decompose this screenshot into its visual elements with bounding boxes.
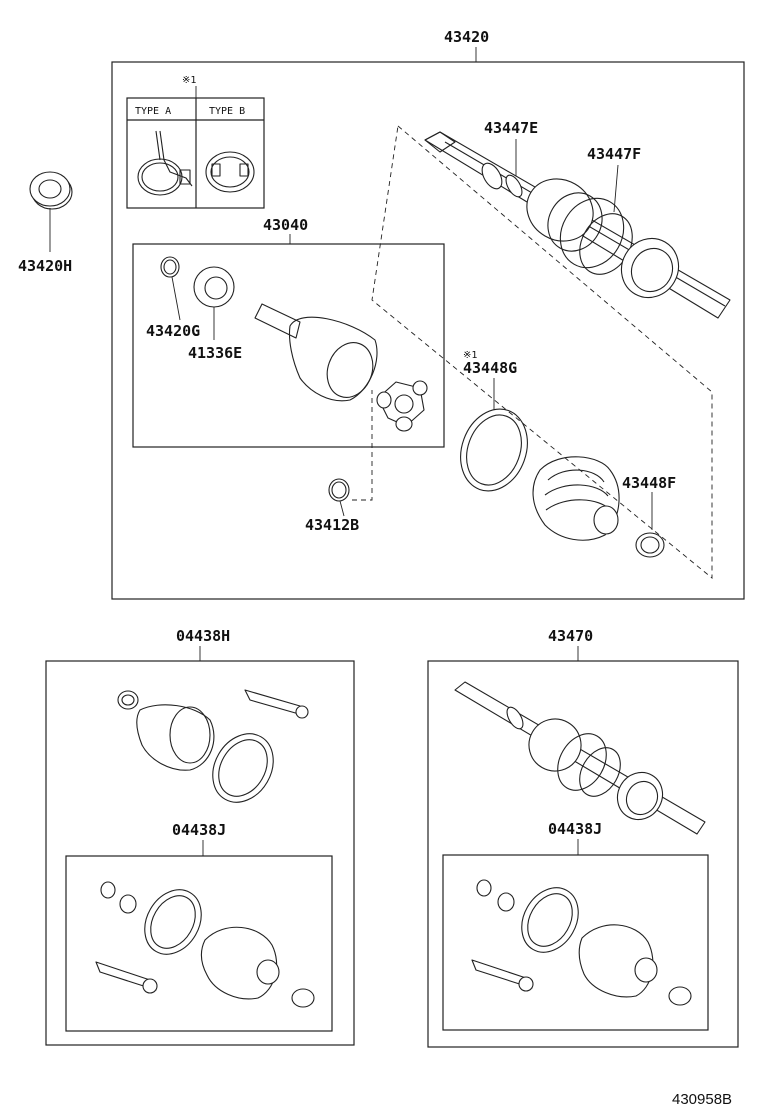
label-04438H: 04438H xyxy=(176,627,230,645)
diagram-reference-code: 430958B xyxy=(672,1091,732,1108)
boot-kit-04438J-left-drawing xyxy=(95,881,315,1008)
kit-04438J-left-frame xyxy=(65,855,333,1032)
boot-drawing xyxy=(532,456,620,541)
inner-joint-43040-drawing xyxy=(160,256,428,432)
shaft-43470-drawing xyxy=(454,681,706,835)
label-43412B: 43412B xyxy=(305,516,359,534)
label-type-a: TYPE A xyxy=(135,106,171,117)
assembly-43470-frame xyxy=(427,660,739,1048)
label-04438J-left: 04438J xyxy=(172,821,226,839)
label-43470: 43470 xyxy=(548,627,593,645)
clamp-type-a-drawing xyxy=(137,130,193,196)
label-04438J-right: 04438J xyxy=(548,820,602,838)
label-43040: 43040 xyxy=(263,216,308,234)
label-43420: 43420 xyxy=(444,28,489,46)
boot-clamp-43448G-drawing xyxy=(460,378,528,492)
outboard-shaft-drawing xyxy=(371,125,731,579)
label-43448F: 43448F xyxy=(622,474,676,492)
label-43447E: 43447E xyxy=(484,119,538,137)
snap-ring-43412B-drawing xyxy=(328,390,373,517)
note-1-top: ※1 xyxy=(182,75,196,86)
clamp-type-b-drawing xyxy=(205,151,255,193)
note-1-mid: ※1 xyxy=(463,350,477,361)
label-type-b: TYPE B xyxy=(209,106,245,117)
assembly-43420-frame xyxy=(111,61,745,600)
label-43448G: 43448G xyxy=(463,359,517,377)
kit-04438H-frame xyxy=(45,660,355,1046)
clamp-43448F-drawing xyxy=(635,492,665,558)
boot-kit-04438H-drawing xyxy=(117,689,309,803)
label-43447F: 43447F xyxy=(587,145,641,163)
label-43420H: 43420H xyxy=(18,257,72,275)
boot-kit-04438J-right-drawing xyxy=(471,879,692,1006)
kit-04438J-right-frame xyxy=(442,854,709,1031)
label-43420G: 43420G xyxy=(146,322,200,340)
label-41336E: 41336E xyxy=(188,344,242,362)
seal-43420H-drawing xyxy=(29,171,73,252)
assembly-43040-frame xyxy=(132,243,445,448)
